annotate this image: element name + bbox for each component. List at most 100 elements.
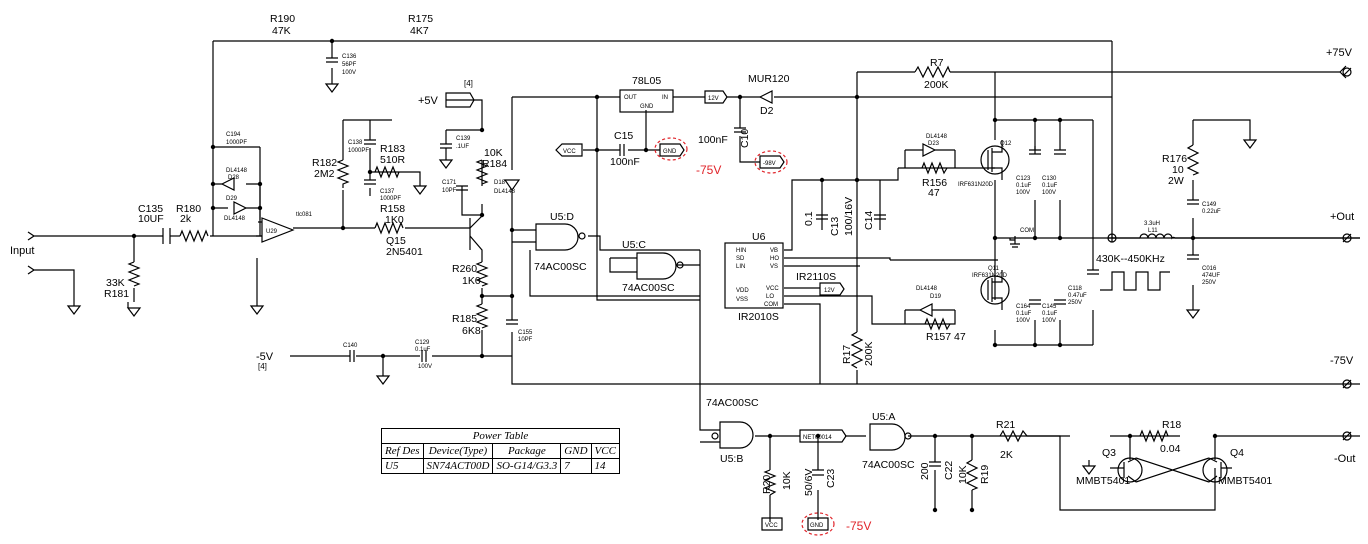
c15-value: 100nF — [610, 156, 640, 168]
c164-ref: C164 — [1016, 304, 1031, 310]
c14-ref: C14 — [863, 211, 875, 230]
r20-ref: R20 — [761, 475, 773, 494]
table-cell: 14 — [590, 458, 620, 474]
c145-value: 0.1uF — [1042, 311, 1058, 317]
u6-pin-vss: VSS — [736, 297, 748, 303]
diodes — [220, 90, 955, 324]
c194-ref: C194 — [226, 132, 241, 138]
c135-ref: C135 — [138, 203, 163, 215]
capacitors — [326, 57, 1199, 476]
power-table-header: Package — [492, 443, 562, 459]
gnd-note-top: -75V — [696, 163, 721, 177]
minus75v-label: -75V — [1330, 355, 1354, 367]
r183-ref: R183 — [380, 143, 405, 155]
r180-ref: R180 — [176, 203, 201, 215]
com-label: COM — [1020, 228, 1034, 234]
r181-ref: R181 — [104, 288, 129, 300]
r21-value: 2K — [1000, 449, 1013, 461]
r176-ref: R176 — [1162, 153, 1187, 165]
d28-ref: D28 — [228, 175, 240, 181]
power-table-title-row: Power Table — [381, 428, 620, 444]
c139-value: .1UF — [456, 144, 469, 150]
c130-voltage: 100V — [1042, 190, 1056, 196]
c136-voltage: 100V — [342, 70, 356, 76]
u6-pin-vdd: VDD — [736, 288, 749, 294]
active-devices — [256, 140, 1232, 483]
c194-value: 1000PF — [226, 140, 247, 146]
u5a-ref: U5:A — [872, 411, 895, 423]
r156-ref: R156 — [922, 177, 947, 189]
vcc-tag-top: VCC — [563, 149, 576, 155]
freq-label: 430K--450KHz — [1096, 253, 1165, 265]
u6-pin-lin: LIN — [736, 264, 745, 270]
q11-ref: Q11 — [988, 266, 1000, 272]
power-table-header: Ref Des — [381, 443, 424, 459]
plus-out-label: +Out — [1330, 211, 1354, 223]
r183-value: 510R — [380, 154, 406, 166]
u78l05-in: IN — [662, 95, 668, 101]
u6-pin-vs: VS — [770, 264, 778, 270]
c136-ref: C136 — [342, 54, 357, 60]
c155-ref: C155 — [518, 330, 533, 336]
d23-part: DL4148 — [926, 134, 948, 140]
c136-value: 56PF — [342, 62, 357, 68]
u5d-part: 74AC00SC — [534, 261, 587, 273]
c149-ref: C149 — [1202, 202, 1217, 208]
minus-out-label: -Out — [1334, 453, 1355, 465]
d2-ref: D2 — [760, 105, 774, 117]
c164-value: 0.1uF — [1016, 311, 1032, 317]
c23-ref: C23 — [825, 469, 837, 488]
q12-ref: Q12 — [1000, 141, 1012, 147]
r260-value: 1K0 — [462, 275, 481, 287]
u5c-ref: U5:C — [622, 239, 646, 251]
c145-ref: C145 — [1042, 304, 1057, 310]
u6-pin-ho: HO — [770, 256, 779, 262]
gnd-tag-bottom: GND — [810, 523, 824, 529]
u5b-ref: U5:B — [720, 453, 743, 465]
c155-value: 10PF — [518, 337, 533, 343]
c130-value: 0.1uF — [1042, 183, 1058, 189]
power-table-header: VCC — [590, 443, 620, 459]
r157-value: 47 — [954, 331, 966, 343]
r176-value: 10 — [1172, 164, 1184, 176]
gnd-tag-top: GND — [663, 149, 677, 155]
c137-ref: C137 — [380, 189, 395, 195]
u6-part-b: IR2010S — [738, 311, 779, 323]
minus5v-label: -5V — [256, 351, 274, 363]
terminals — [27, 65, 1352, 441]
c138-ref: C138 — [348, 140, 363, 146]
r181-value: 33K — [106, 277, 125, 289]
c13-ref: C13 — [829, 217, 841, 236]
d29-part: DL4148 — [224, 216, 246, 222]
gnd-note-bottom: -75V — [846, 519, 871, 533]
port-labels: Input +5V -5V +75V -75V +Out -Out VCC GN… — [10, 47, 1355, 533]
r17-ref: R17 — [841, 345, 853, 364]
q15-part: 2N5401 — [386, 246, 423, 258]
q3-ref: Q3 — [1102, 447, 1116, 459]
r184-ref: R184 — [482, 158, 507, 170]
c129-voltage: 100V — [418, 364, 432, 370]
c140-value: C140 — [343, 343, 358, 349]
d19-ref: D19 — [930, 294, 942, 300]
r182-value: 2M2 — [314, 168, 335, 180]
u6-pin-vcc: VCC — [766, 286, 779, 292]
u78l05-part: 78L05 — [632, 75, 661, 87]
d18-part: DL4148 — [494, 189, 516, 195]
u6-pin-com: COM — [764, 302, 778, 308]
r18-value: 0.04 — [1160, 443, 1181, 455]
r176-power: 2W — [1168, 175, 1184, 187]
d23-ref: D23 — [928, 141, 940, 147]
r158-value: 1K0 — [385, 214, 404, 226]
c171-ref: C171 — [442, 180, 457, 186]
power-table-header: Device(Type) — [422, 443, 494, 459]
q3-part: MMBT5401 — [1076, 475, 1130, 487]
r260-ref: R260 — [452, 263, 477, 275]
c135-value: 10UF — [138, 213, 164, 225]
input-label: Input — [10, 245, 34, 257]
v98-tag: -98V — [763, 161, 776, 167]
d29-ref: D29 — [226, 196, 238, 202]
r175-value: 4K7 — [410, 25, 429, 37]
u5d-ref: U5:D — [550, 211, 574, 223]
c016-ref: C016 — [1202, 266, 1217, 272]
junction-dots — [131, 38, 1218, 513]
